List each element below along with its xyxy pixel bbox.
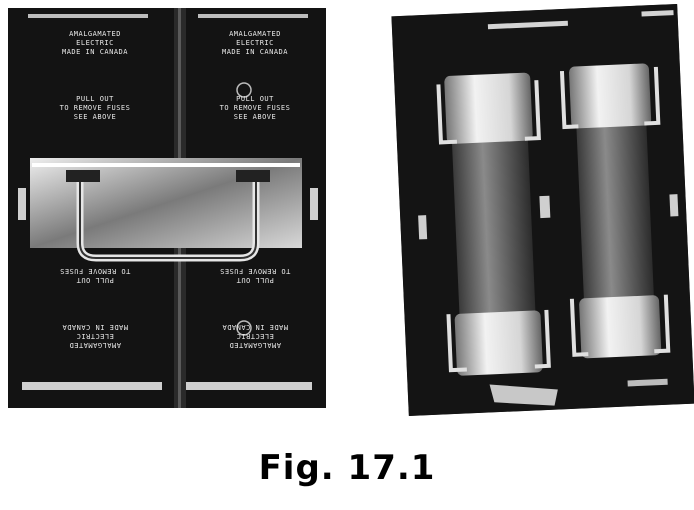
label-line: ELECTRIC: [76, 332, 114, 340]
label-line: AMALGAMATED: [69, 341, 121, 349]
fuse-holder-cartridges-photo: [391, 3, 694, 417]
label-line: AMALGAMATED: [229, 341, 281, 349]
label-line: SEE ABOVE: [233, 113, 277, 121]
figure-caption: Fig. 17.1: [258, 448, 436, 488]
fuse-block-front-photo: AMALGAMATED ELECTRIC MADE IN CANADA PULL…: [8, 8, 326, 408]
fuse-block-front-drawing: [8, 8, 326, 408]
label-line: TO REMOVE FUSES: [219, 267, 291, 275]
label-group-bottom-right: AMALGAMATED ELECTRIC MADE IN CANADA PULL…: [190, 266, 320, 349]
label-line: TO REMOVE FUSES: [59, 104, 131, 112]
label-group-bottom-left: AMALGAMATED ELECTRIC MADE IN CANADA PULL…: [30, 266, 160, 349]
label-line: TO REMOVE FUSES: [219, 104, 291, 112]
label-line: SEE ABOVE: [73, 113, 117, 121]
label-line: PULL OUT: [236, 95, 274, 103]
label-line: MADE IN CANADA: [62, 323, 129, 331]
label-line: ELECTRIC: [76, 39, 114, 47]
label-line: ELECTRIC: [236, 39, 274, 47]
label-group-top-left: AMALGAMATED ELECTRIC MADE IN CANADA PULL…: [30, 30, 160, 122]
label-line: ELECTRIC: [236, 332, 274, 340]
label-line: TO REMOVE FUSES: [59, 267, 131, 275]
label-line: PULL OUT: [76, 276, 114, 284]
label-line: PULL OUT: [76, 95, 114, 103]
label-line: AMALGAMATED: [229, 30, 281, 38]
label-line: MADE IN CANADA: [221, 48, 288, 56]
label-line: MADE IN CANADA: [222, 323, 289, 331]
label-line: MADE IN CANADA: [61, 48, 128, 56]
label-group-top-right: AMALGAMATED ELECTRIC MADE IN CANADA PULL…: [190, 30, 320, 122]
cartridge-fuses-drawing: [391, 3, 694, 417]
label-line: PULL OUT: [236, 276, 274, 284]
label-line: AMALGAMATED: [69, 30, 121, 38]
